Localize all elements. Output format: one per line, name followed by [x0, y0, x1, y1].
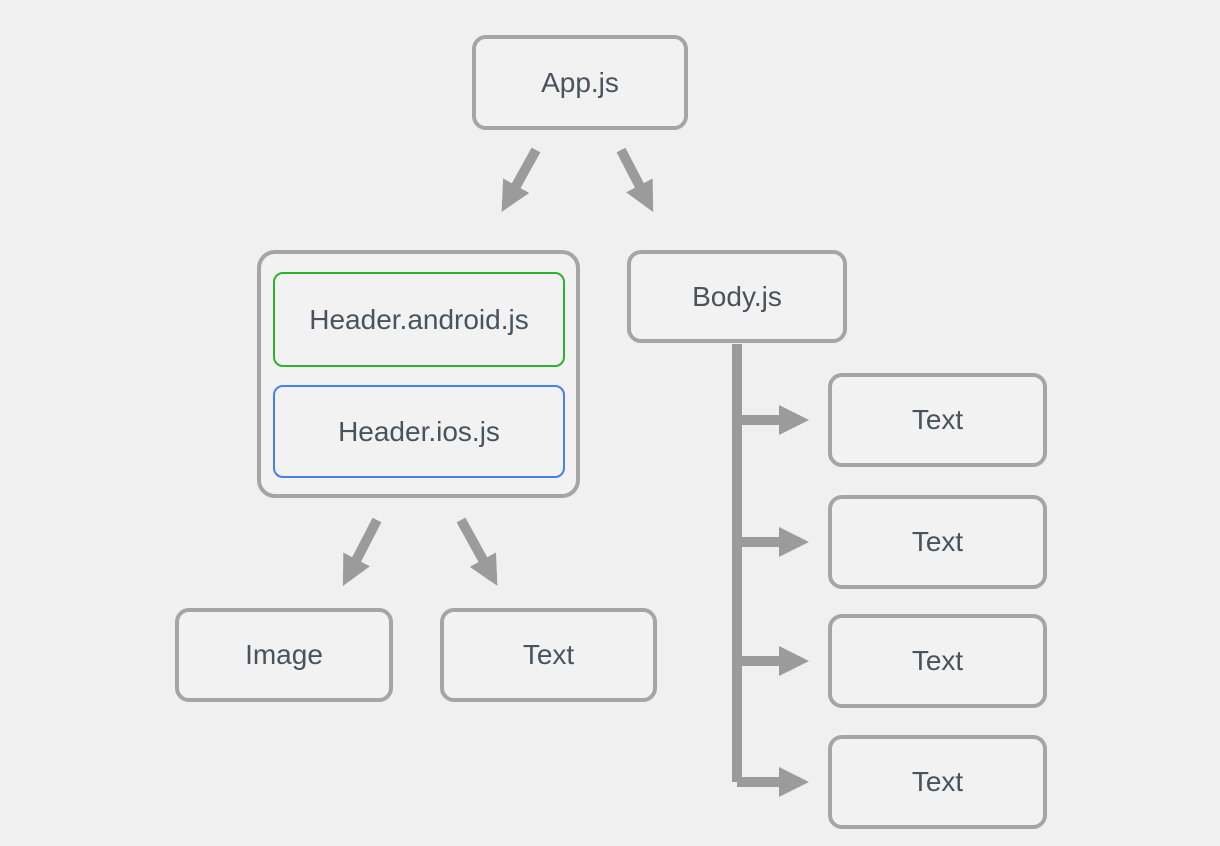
node-header-group: Header.android.js Header.ios.js [257, 250, 580, 498]
node-body-js-label: Body.js [692, 280, 782, 312]
arrow-app-to-body [616, 147, 654, 212]
node-app-js: App.js [472, 35, 688, 130]
node-header-ios-js-label: Header.ios.js [338, 415, 500, 447]
node-header-ios-js: Header.ios.js [273, 385, 565, 478]
node-text-under-body-1-label: Text [911, 404, 964, 435]
node-image: Image [175, 608, 393, 702]
node-text-under-header: Text [440, 608, 657, 702]
node-text-under-header-label: Text [522, 639, 575, 670]
node-app-js-label: App.js [541, 66, 619, 98]
node-text-under-body-4-label: Text [911, 766, 964, 797]
node-text-under-body-3-label: Text [911, 645, 964, 676]
node-header-android-js-label: Header.android.js [309, 303, 529, 335]
arrow-header-to-image [342, 517, 382, 586]
node-header-android-js: Header.android.js [273, 272, 565, 367]
node-body-js: Body.js [627, 250, 847, 343]
node-text-under-body-2-label: Text [911, 526, 964, 557]
node-text-under-body-2: Text [828, 495, 1047, 589]
node-text-under-body-1: Text [828, 373, 1047, 467]
arrow-header-to-text [456, 517, 498, 586]
node-image-label: Image [245, 639, 323, 670]
arrow-app-to-header [501, 147, 541, 212]
node-text-under-body-3: Text [828, 614, 1047, 708]
node-text-under-body-4: Text [828, 735, 1047, 829]
